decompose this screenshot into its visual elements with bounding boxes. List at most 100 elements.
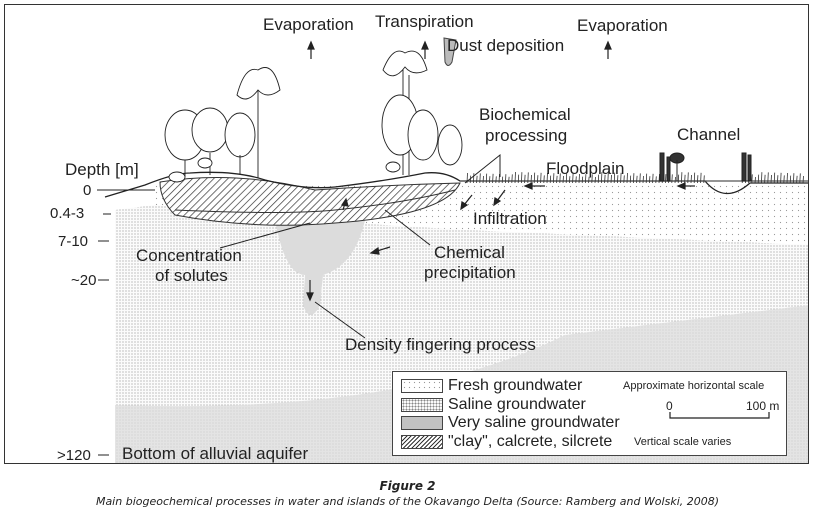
- depth-tick-1: 0.4-3: [50, 205, 85, 222]
- reed-stem: [652, 173, 654, 184]
- reed-stem: [517, 174, 520, 184]
- label-bottom-aquifer: Bottom of alluvial aquifer: [122, 444, 309, 463]
- lens-inner-line: [174, 189, 456, 213]
- legend-item-clay: "clay", calcrete, silcrete: [401, 433, 612, 451]
- depth-tick-3: ~20: [71, 272, 97, 289]
- reed-stem: [783, 175, 785, 184]
- depth-tick-0: 0: [83, 182, 92, 199]
- reed-stem: [585, 174, 587, 184]
- label-concentration-2: of solutes: [155, 266, 228, 285]
- reed-stem: [476, 175, 478, 184]
- label-floodplain: Floodplain: [546, 159, 625, 178]
- legend-label: Fresh groundwater: [448, 377, 583, 394]
- scale-start: 0: [666, 399, 673, 413]
- reed-stem: [780, 172, 782, 184]
- legend-item-very-saline: Very saline groundwater: [401, 414, 620, 432]
- reed-stem: [530, 174, 532, 184]
- island-trees-right: [381, 50, 463, 175]
- reed-stem: [553, 173, 555, 184]
- label-channel: Channel: [677, 125, 741, 144]
- reed-stem: [636, 175, 638, 184]
- reed-stem: [645, 173, 648, 184]
- reed-stem: [559, 173, 561, 184]
- legend-item-fresh: Fresh groundwater: [401, 377, 582, 395]
- figure-caption: Main biogeochemical processes in water a…: [95, 495, 720, 508]
- reed-stem: [633, 173, 635, 184]
- very-saline-plume: [275, 220, 365, 315]
- depth-axis-title: Depth [m]: [65, 160, 139, 179]
- leader-lines: [219, 153, 501, 339]
- reed-stem: [601, 172, 603, 184]
- flux-arrows: [306, 40, 695, 302]
- reed-stem: [658, 173, 660, 184]
- reed-stem: [469, 175, 472, 184]
- scale-end: 100 m: [746, 399, 780, 413]
- reed-stem: [607, 172, 609, 184]
- reed-stem: [777, 175, 779, 184]
- reed-stem: [556, 175, 558, 184]
- reed-stem: [623, 175, 625, 184]
- reed-stem: [565, 173, 568, 184]
- reed-stem: [642, 175, 644, 184]
- reed-stem: [521, 172, 523, 184]
- label-dust-deposition: Dust deposition: [447, 36, 565, 55]
- saline-groundwater-swatch: [401, 398, 443, 412]
- diagram-frame: Evaporation Transpiration Dust depositio…: [4, 4, 809, 464]
- reed-stem: [690, 174, 692, 184]
- reed-stem: [498, 173, 500, 184]
- legend-label: Very saline groundwater: [448, 414, 620, 431]
- reed-stem: [674, 176, 676, 184]
- reed-stem: [629, 175, 632, 184]
- label-biochemical-2: processing: [485, 126, 568, 145]
- fresh-groundwater-swatch: [401, 379, 443, 393]
- reed-stem: [703, 175, 705, 184]
- reed-stem: [626, 172, 628, 184]
- reed-stem: [501, 176, 504, 184]
- label-concentration-1: Concentration: [136, 246, 242, 265]
- label-evaporation-left: Evaporation: [263, 15, 354, 34]
- reed-stem: [508, 176, 510, 184]
- reed-stem: [767, 172, 769, 184]
- reed-stem: [697, 175, 699, 184]
- label-infiltration: Infiltration: [473, 209, 547, 228]
- reed-stem: [681, 172, 683, 184]
- label-density-fingering: Density fingering process: [345, 335, 536, 354]
- label-chemical-2: precipitation: [424, 263, 516, 282]
- legend-label: Saline groundwater: [448, 396, 586, 413]
- very-saline-groundwater-swatch: [401, 416, 443, 430]
- reed-stem: [613, 172, 616, 184]
- legend-item-saline: Saline groundwater: [401, 396, 586, 414]
- reed-stem: [793, 173, 795, 184]
- reed-stem: [789, 175, 792, 184]
- vertical-scale-note: Vertical scale varies: [634, 436, 732, 448]
- reed-stem: [543, 175, 545, 184]
- depth-tick-4: >120: [57, 447, 91, 464]
- reed-stem: [495, 176, 497, 184]
- reed-stem: [572, 173, 574, 184]
- reed-stem: [604, 174, 606, 184]
- reed-stem: [802, 175, 804, 184]
- reed-stem: [773, 172, 776, 184]
- reed-stem: [796, 175, 798, 184]
- reed-stem: [655, 176, 657, 184]
- reed-stem: [588, 176, 590, 184]
- reed-stem: [754, 176, 756, 184]
- reed-stem: [770, 174, 772, 184]
- reed-stem: [761, 172, 763, 184]
- reed-stem: [479, 173, 481, 184]
- label-evaporation-right: Evaporation: [577, 16, 668, 35]
- reed-stem: [764, 174, 766, 184]
- reed-stem: [594, 176, 596, 184]
- reed-stem: [505, 174, 507, 184]
- reed-stem: [581, 176, 584, 184]
- reed-stem: [473, 173, 475, 184]
- reed-stem: [799, 173, 801, 184]
- reed-stem: [514, 171, 516, 184]
- reed-stem: [671, 174, 673, 184]
- dust-deposition-arrow: [443, 37, 457, 66]
- island-trees-left: [164, 67, 281, 183]
- figure-title: Figure 2: [379, 479, 436, 493]
- reed-stem: [524, 174, 526, 184]
- reed-stem: [482, 175, 484, 184]
- clay-calcrete-swatch: [401, 435, 443, 449]
